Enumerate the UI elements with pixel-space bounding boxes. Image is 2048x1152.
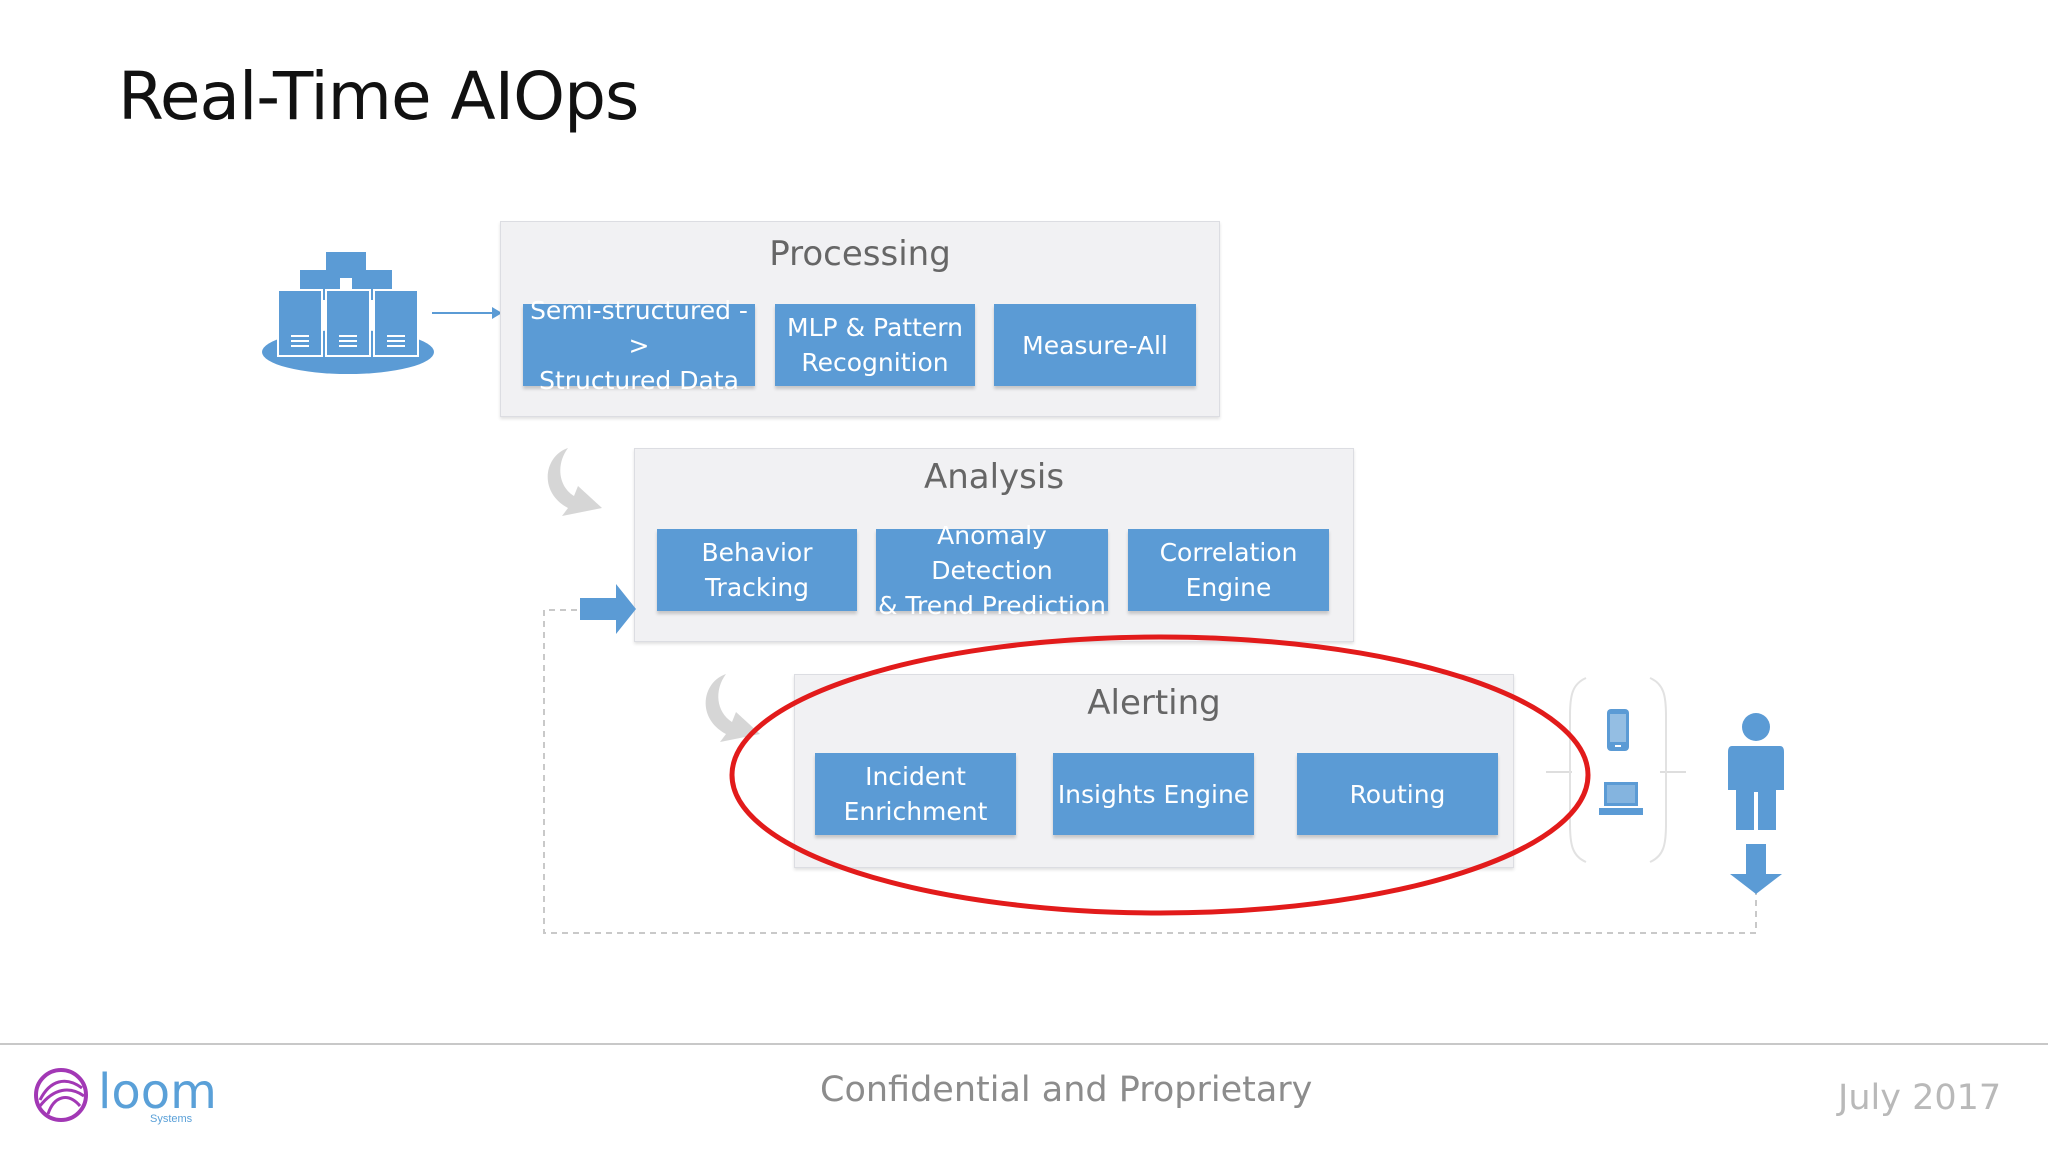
highlight-ellipse <box>729 634 1591 916</box>
servers-icon <box>262 252 434 374</box>
alerting-box-1: Incident Enrichment <box>815 753 1016 835</box>
processing-box-1: Semi-structured -> Structured Data <box>523 296 755 395</box>
analysis-box-2: Anomaly Detection & Trend Prediction <box>876 520 1108 620</box>
laptop-icon <box>1599 782 1643 815</box>
analysis-box-1: Behavior Tracking <box>657 529 857 611</box>
curved-arrow-icon-2 <box>705 674 760 742</box>
slide-title: Real-Time AIOps <box>118 58 639 135</box>
logo-subtext: Systems <box>150 1113 193 1125</box>
alerting-panel: Alerting Incident Enrichment Insights En… <box>794 674 1514 868</box>
person-icon <box>1728 713 1784 830</box>
processing-box-3: Measure-All <box>994 304 1196 386</box>
alerting-box-2: Insights Engine <box>1053 753 1254 835</box>
analysis-panel: Analysis Behavior Tracking Anomaly Detec… <box>634 448 1354 642</box>
processing-box-2: MLP & Pattern Recognition <box>775 304 975 386</box>
analysis-box-3: Correlation Engine <box>1128 529 1329 611</box>
devices-bracket <box>1569 677 1667 863</box>
down-arrow-icon <box>1730 844 1782 894</box>
right-arrow-icon <box>580 584 636 634</box>
processing-panel: Processing Semi-structured -> Structured… <box>500 221 1220 417</box>
alerting-box-3: Routing <box>1297 753 1498 835</box>
servers-to-processing-arrowhead <box>492 307 502 319</box>
alerting-title: Alerting <box>1087 683 1221 723</box>
footer-date: July 2017 <box>1838 1078 2002 1118</box>
footer-divider <box>0 1043 2048 1045</box>
footer-confidential: Confidential and Proprietary <box>820 1070 1313 1110</box>
phone-icon <box>1607 709 1629 751</box>
feedback-loop-line <box>543 609 1757 934</box>
analysis-title: Analysis <box>923 457 1065 497</box>
curved-arrow-icon <box>547 448 602 516</box>
loom-logo-icon <box>34 1068 88 1122</box>
logo-text: loom <box>98 1064 217 1120</box>
processing-title: Processing <box>769 234 951 274</box>
